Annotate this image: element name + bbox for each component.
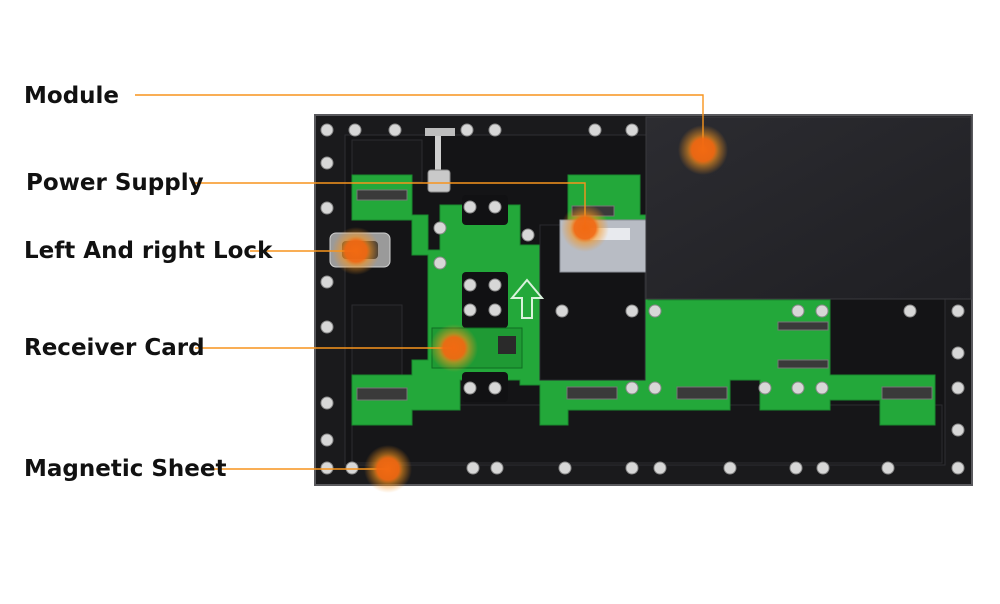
screw-head-icon bbox=[951, 346, 965, 360]
screw-head-icon bbox=[558, 461, 572, 475]
screw-head-icon bbox=[488, 123, 502, 137]
screw-head-icon bbox=[521, 228, 535, 242]
screw-head-icon bbox=[490, 461, 504, 475]
screw-head-icon bbox=[320, 275, 334, 289]
pcb-cutout bbox=[462, 372, 508, 402]
screw-head-icon bbox=[625, 381, 639, 395]
screw-head-icon bbox=[951, 423, 965, 437]
screw-head-icon bbox=[815, 304, 829, 318]
screw-head-icon bbox=[815, 381, 829, 395]
label-lock: Left And right Lock bbox=[24, 238, 273, 264]
screw-head-icon bbox=[488, 278, 502, 292]
power-connector bbox=[435, 136, 441, 174]
screw-head-icon bbox=[648, 304, 662, 318]
label-magnetic-sheet: Magnetic Sheet bbox=[24, 456, 227, 482]
screw-head-icon bbox=[463, 200, 477, 214]
orange-glow-dot-icon bbox=[430, 324, 478, 372]
screw-head-icon bbox=[320, 201, 334, 215]
screw-head-icon bbox=[791, 304, 805, 318]
power-connector bbox=[425, 128, 455, 136]
screw-head-icon bbox=[789, 461, 803, 475]
screw-head-icon bbox=[555, 304, 569, 318]
label-module: Module bbox=[24, 83, 120, 109]
screw-head-icon bbox=[625, 123, 639, 137]
screw-head-icon bbox=[463, 278, 477, 292]
screw-head-icon bbox=[653, 461, 667, 475]
screw-head-icon bbox=[466, 461, 480, 475]
power-connector bbox=[427, 169, 451, 193]
screw-head-icon bbox=[320, 156, 334, 170]
screw-head-icon bbox=[463, 381, 477, 395]
label-receiver-card: Receiver Card bbox=[24, 335, 205, 361]
screw-head-icon bbox=[816, 461, 830, 475]
screw-head-icon bbox=[320, 123, 334, 137]
screw-head-icon bbox=[488, 303, 502, 317]
up-arrow-icon bbox=[509, 278, 545, 319]
orange-glow-dot-icon bbox=[332, 227, 380, 275]
label-power-supply: Power Supply bbox=[26, 170, 204, 196]
screw-head-icon bbox=[488, 381, 502, 395]
screw-head-icon bbox=[463, 303, 477, 317]
screw-head-icon bbox=[903, 304, 917, 318]
orange-glow-dot-icon bbox=[364, 445, 412, 493]
screw-head-icon bbox=[388, 123, 402, 137]
screw-head-icon bbox=[951, 304, 965, 318]
screws bbox=[320, 123, 965, 475]
screw-head-icon bbox=[488, 200, 502, 214]
screw-head-icon bbox=[625, 461, 639, 475]
cabinet-cell bbox=[351, 304, 403, 376]
screw-head-icon bbox=[588, 123, 602, 137]
screw-head-icon bbox=[758, 381, 772, 395]
orange-glow-dot-icon bbox=[678, 125, 728, 175]
screw-head-icon bbox=[320, 320, 334, 334]
screw-head-icon bbox=[433, 256, 447, 270]
screw-head-icon bbox=[433, 221, 447, 235]
screw-head-icon bbox=[951, 461, 965, 475]
screw-head-icon bbox=[345, 461, 359, 475]
screw-head-icon bbox=[320, 461, 334, 475]
receiver-card-chip bbox=[498, 336, 516, 354]
screw-head-icon bbox=[723, 461, 737, 475]
hotspots bbox=[332, 125, 728, 493]
screw-head-icon bbox=[791, 381, 805, 395]
screw-head-icon bbox=[625, 304, 639, 318]
screw-head-icon bbox=[320, 433, 334, 447]
orange-glow-dot-icon bbox=[561, 204, 609, 252]
cabinet-cell bbox=[351, 404, 943, 464]
screw-head-icon bbox=[320, 396, 334, 410]
screw-head-icon bbox=[951, 381, 965, 395]
screw-head-icon bbox=[348, 123, 362, 137]
screw-head-icon bbox=[881, 461, 895, 475]
screw-head-icon bbox=[460, 123, 474, 137]
screw-head-icon bbox=[648, 381, 662, 395]
